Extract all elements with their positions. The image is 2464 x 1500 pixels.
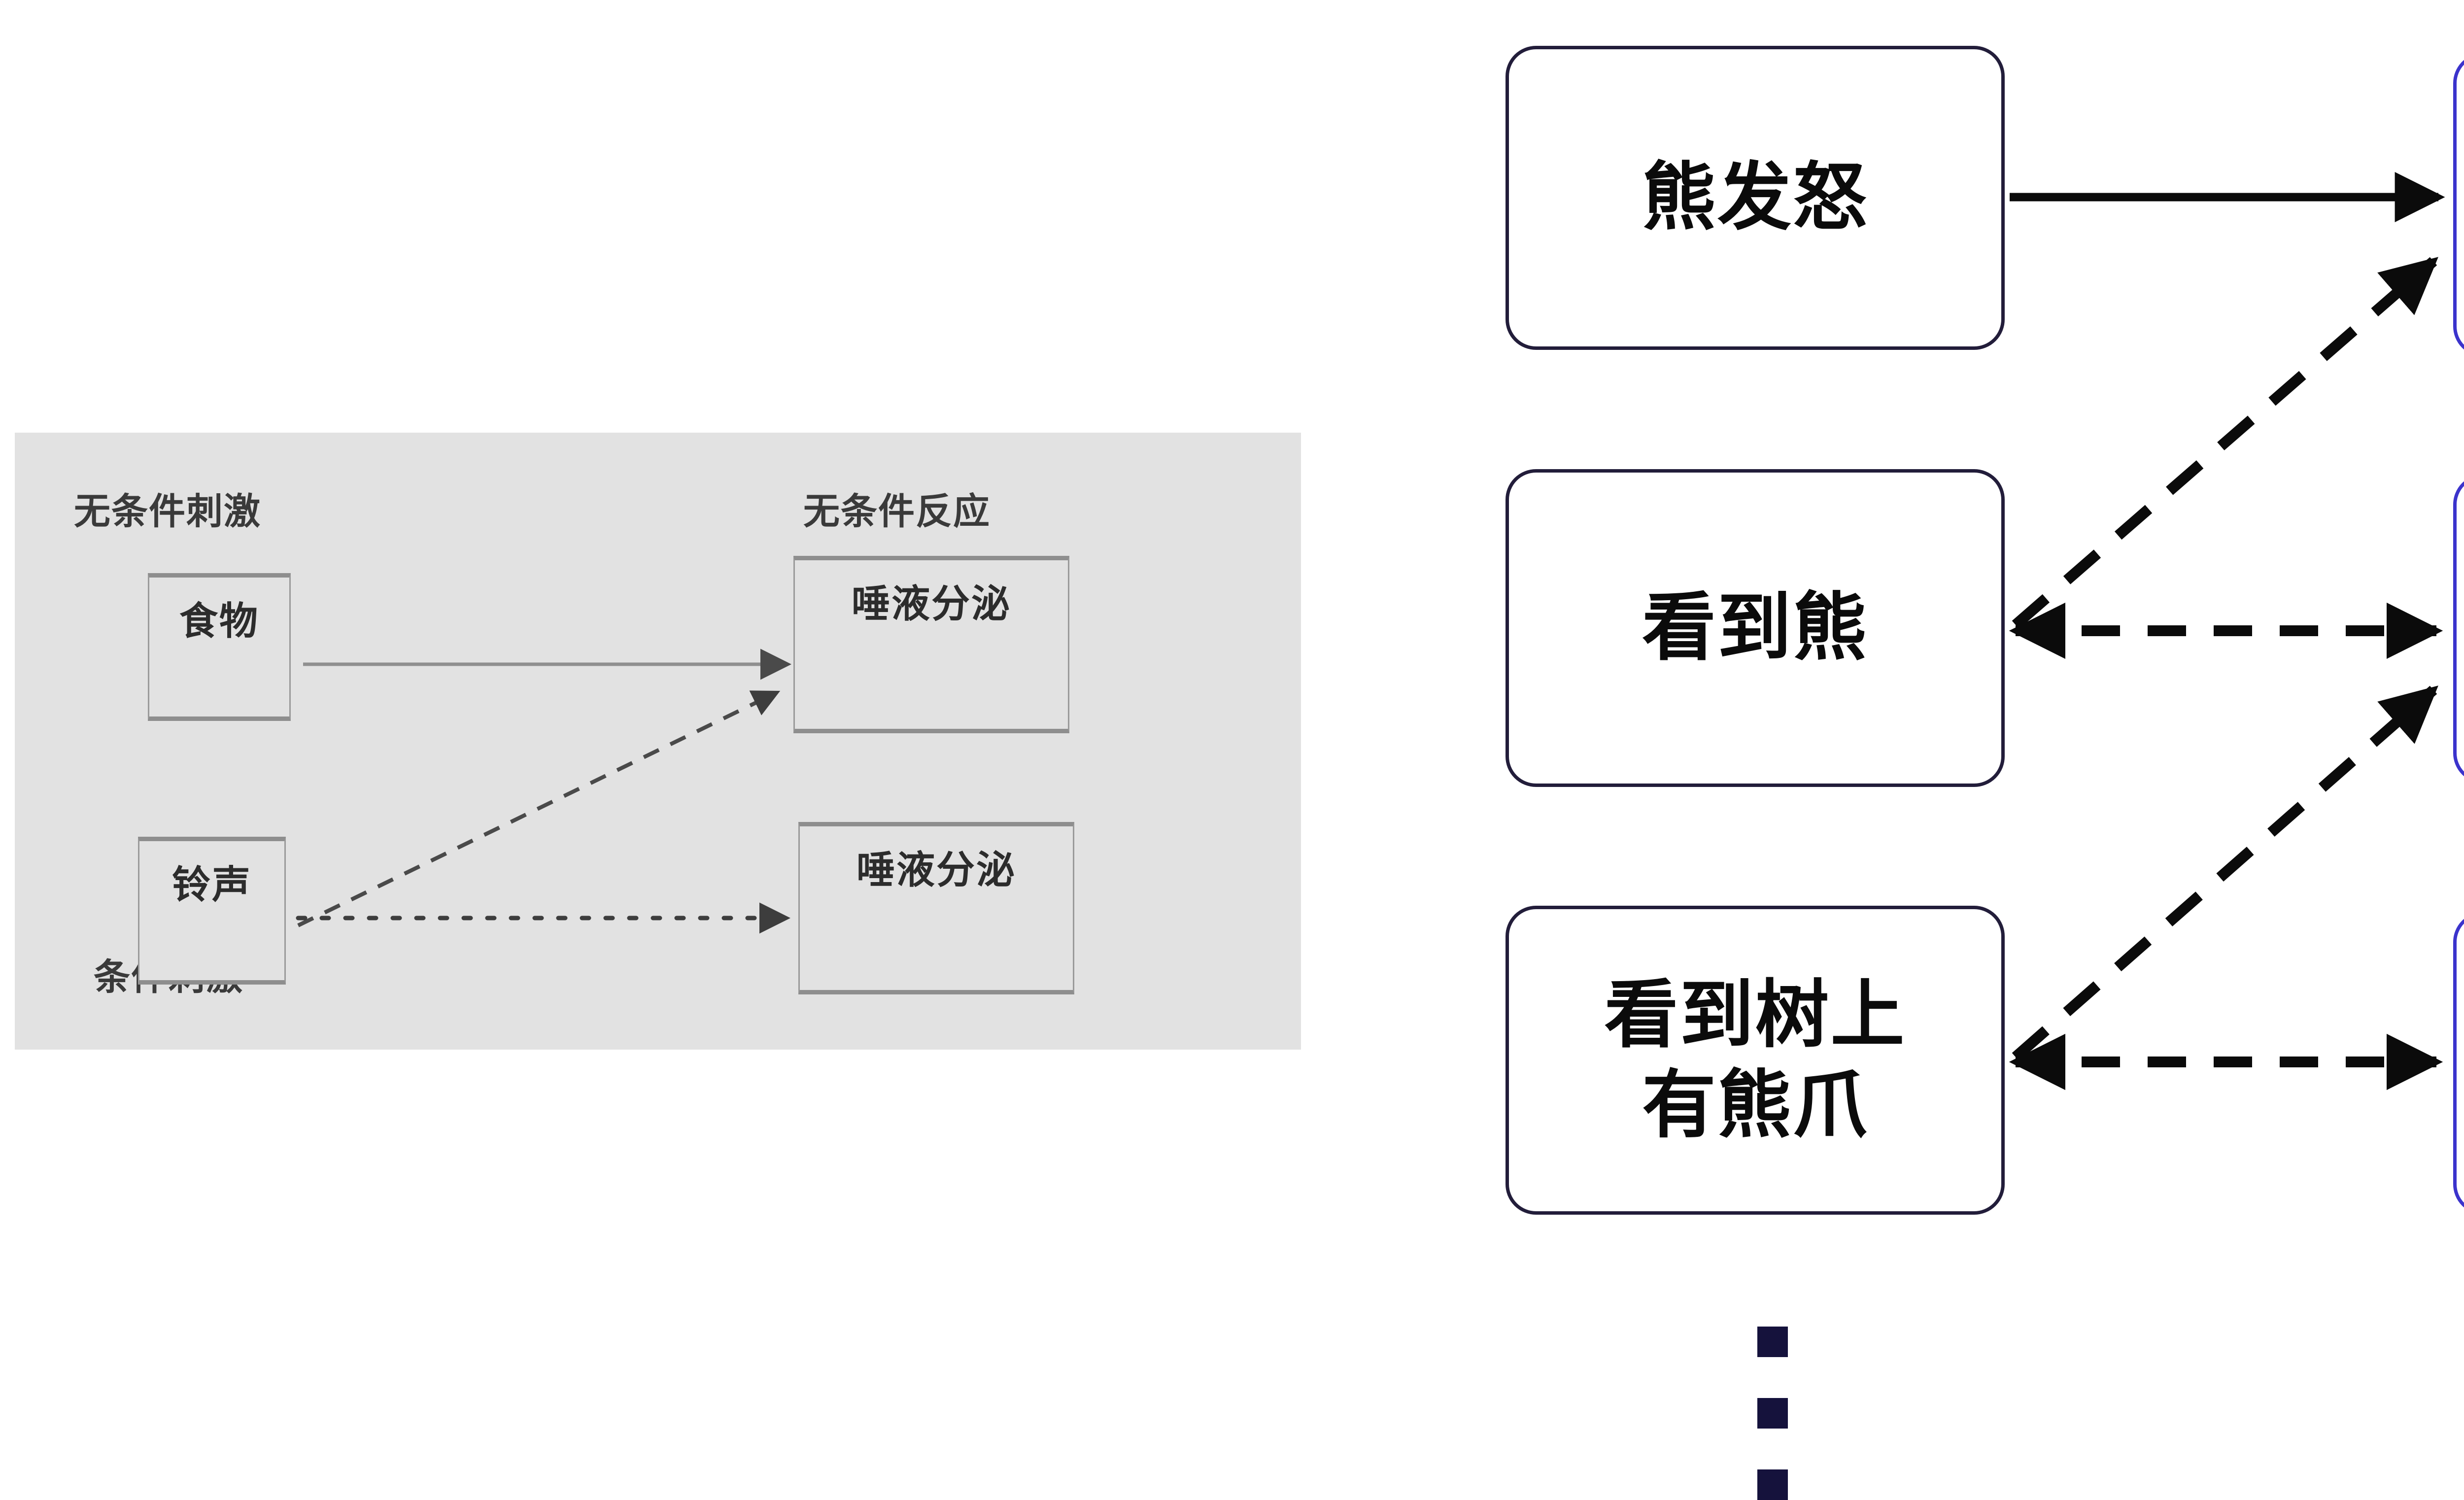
dot-square [1757,1398,1788,1429]
arrow-bell-salivation-diagonal [297,690,781,927]
node-value-s-prime[interactable]: V(s′) [2453,474,2464,784]
dot-square [1757,1469,1788,1500]
node-see-bear-label: 看到熊 [1642,585,1868,671]
node-see-bear[interactable]: 看到熊 [1506,469,2005,787]
arrow-see-bear-to-reward-diagonal [2012,257,2438,629]
box-bell: 铃声 [138,837,286,985]
label-unconditioned-response: 无条件反应 [803,490,991,533]
node-bear-angry-label: 熊发怒 [1642,155,1868,240]
label-unconditioned-stimulus: 无条件刺激 [74,490,261,533]
box-salivation-conditioned: 唾液分泌 [798,822,1074,994]
node-see-claw-on-tree[interactable]: 看到树上有熊爪 [1506,906,2005,1215]
ellipsis-dots-left-column [1757,1327,1788,1500]
arrow-see-claw-to-value-s-prime-diagonal [2012,685,2438,1061]
node-value-s[interactable]: V(s) [2453,912,2464,1215]
node-bear-angry[interactable]: 熊发怒 [1506,46,2005,350]
box-salivation-unconditioned: 唾液分泌 [793,556,1069,733]
classical-conditioning-panel: 无条件刺激 无条件反应 条件刺激 条件反应 食物 铃声 唾液分泌 唾液分泌 [15,433,1301,1050]
node-reward[interactable]: 奖励 [2453,53,2464,357]
node-see-claw-on-tree-label: 看到树上有熊爪 [1604,972,1906,1148]
box-food: 食物 [148,573,291,721]
dot-square [1757,1327,1788,1357]
